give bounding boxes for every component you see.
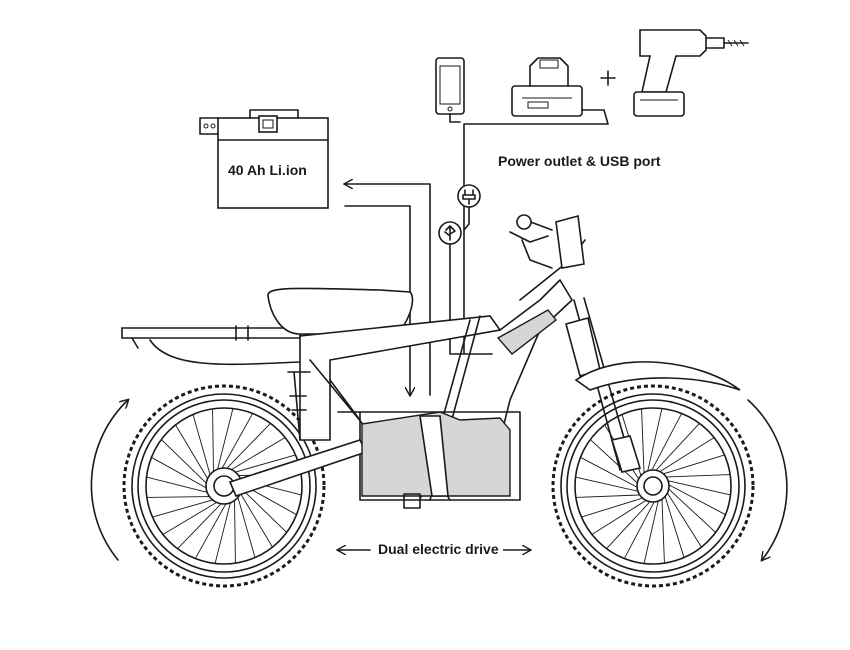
spoke — [648, 413, 682, 477]
rear-rotation-arrow — [91, 400, 128, 560]
spoke — [650, 423, 699, 476]
spoke — [592, 496, 653, 534]
motorcycle-illustration — [91, 215, 786, 586]
spoke — [221, 423, 271, 474]
front-fender — [576, 362, 740, 390]
spoke — [658, 475, 730, 478]
spoke — [234, 492, 235, 563]
spoke — [213, 409, 214, 480]
spoke — [218, 413, 253, 475]
plus-icon — [601, 71, 615, 85]
spoke — [576, 495, 648, 498]
spoke — [662, 491, 665, 563]
spoke — [216, 409, 233, 478]
spoke — [147, 496, 218, 497]
spoke — [607, 496, 656, 549]
spoke — [663, 483, 716, 532]
spoke — [178, 498, 228, 549]
spoke — [576, 477, 646, 493]
spoke — [151, 457, 213, 492]
power-drill-icon — [634, 30, 748, 116]
spoke — [642, 409, 645, 481]
spoke — [236, 486, 272, 547]
spoke — [215, 494, 232, 563]
battery-label: 40 Ah Li.ion — [228, 162, 307, 178]
plug-icon — [458, 185, 480, 207]
dual-drive-label: Dual electric drive — [374, 541, 503, 557]
battery-box-icon — [200, 110, 328, 208]
spoke — [653, 438, 714, 476]
front-rotation-arrow — [748, 400, 787, 560]
headlight — [556, 216, 584, 268]
power-outlet-label: Power outlet & USB port — [498, 153, 661, 169]
spoke — [662, 481, 726, 515]
spoke — [176, 425, 212, 486]
rear-wheel — [124, 386, 324, 586]
spoke — [646, 409, 662, 479]
spoke — [644, 493, 660, 563]
spoke — [663, 489, 684, 558]
front-wheel — [553, 386, 753, 586]
top-tank — [498, 310, 556, 354]
spoke — [581, 496, 650, 517]
luggage-rack — [122, 328, 300, 338]
spoke — [147, 477, 216, 494]
spoke — [656, 455, 725, 476]
spoke — [663, 486, 701, 547]
spoke — [624, 495, 658, 559]
spoke — [660, 479, 730, 495]
spoke — [161, 440, 212, 490]
smartphone-icon — [436, 58, 464, 122]
battery-charger-icon — [464, 58, 608, 354]
spoke — [163, 498, 224, 534]
usb-icon — [439, 222, 461, 244]
spoke — [195, 496, 230, 558]
